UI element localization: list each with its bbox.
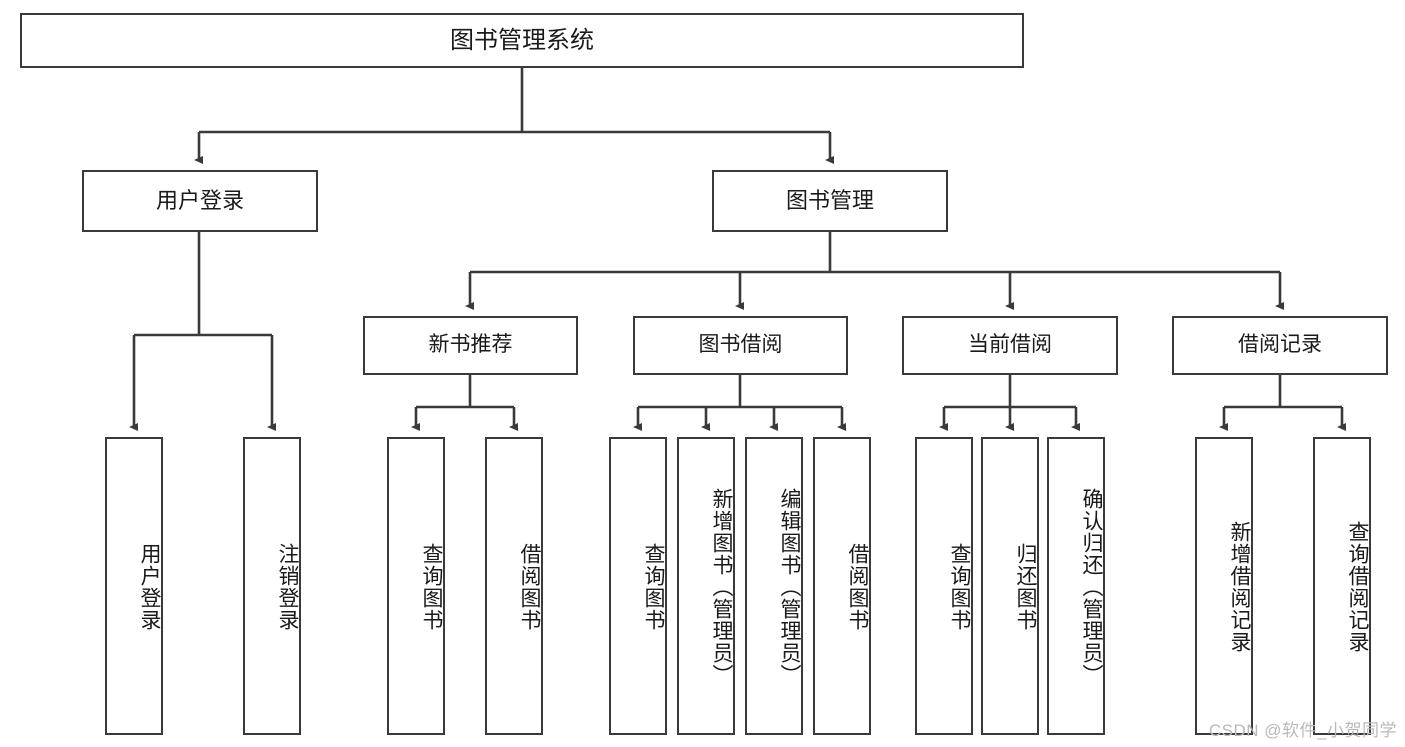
leaf-borrow-query-book[interactable]: 查询图书 [609,437,667,735]
leaf-recommend-borrow-book-label: 借阅图书 [518,543,541,631]
leaf-borrow-add-book-label: 新增图书（管理员） [710,488,733,686]
leaf-user-login-login-label: 用户登录 [138,543,161,631]
leaf-borrow-add-book[interactable]: 新增图书（管理员） [677,437,735,735]
node-book-borrow[interactable]: 图书借阅 [633,316,848,375]
leaf-borrow-edit-book[interactable]: 编辑图书（管理员） [745,437,803,735]
node-book-management-label: 图书管理 [785,188,874,214]
leaf-record-add-record-label: 新增借阅记录 [1228,521,1251,653]
leaf-record-add-record[interactable]: 新增借阅记录 [1195,437,1253,735]
leaf-record-query-record-label: 查询借阅记录 [1346,521,1369,653]
node-current-borrow-label: 当前借阅 [968,333,1052,357]
node-book-borrow-label: 图书借阅 [698,333,783,357]
node-user-login[interactable]: 用户登录 [82,170,318,232]
leaf-current-confirm-return-label: 确认归还（管理员） [1080,488,1103,686]
leaf-current-return-book-label: 归还图书 [1014,543,1037,631]
node-borrow-record-label: 借阅记录 [1238,333,1322,357]
leaf-current-query-book-label: 查询图书 [948,543,971,631]
leaf-current-confirm-return[interactable]: 确认归还（管理员） [1047,437,1105,735]
node-current-borrow[interactable]: 当前借阅 [902,316,1118,375]
node-user-login-label: 用户登录 [155,188,244,214]
leaf-recommend-query-book[interactable]: 查询图书 [387,437,445,735]
node-root-label: 图书管理系统 [450,26,594,54]
leaf-current-query-book[interactable]: 查询图书 [915,437,973,735]
node-book-management[interactable]: 图书管理 [712,170,948,232]
leaf-current-return-book[interactable]: 归还图书 [981,437,1039,735]
leaf-recommend-query-book-label: 查询图书 [420,543,443,631]
leaf-user-login-login[interactable]: 用户登录 [105,437,163,735]
node-borrow-record[interactable]: 借阅记录 [1172,316,1388,375]
leaf-record-query-record[interactable]: 查询借阅记录 [1313,437,1371,735]
node-new-book-recommend[interactable]: 新书推荐 [363,316,578,375]
leaf-borrow-query-book-label: 查询图书 [642,543,665,631]
node-root[interactable]: 图书管理系统 [20,13,1024,68]
leaf-user-login-logout-label: 注销登录 [276,543,299,631]
leaf-borrow-borrow-book-label: 借阅图书 [846,543,869,631]
leaf-user-login-logout[interactable]: 注销登录 [243,437,301,735]
leaf-borrow-edit-book-label: 编辑图书（管理员） [778,488,801,686]
leaf-recommend-borrow-book[interactable]: 借阅图书 [485,437,543,735]
node-new-book-recommend-label: 新书推荐 [428,333,513,357]
leaf-borrow-borrow-book[interactable]: 借阅图书 [813,437,871,735]
